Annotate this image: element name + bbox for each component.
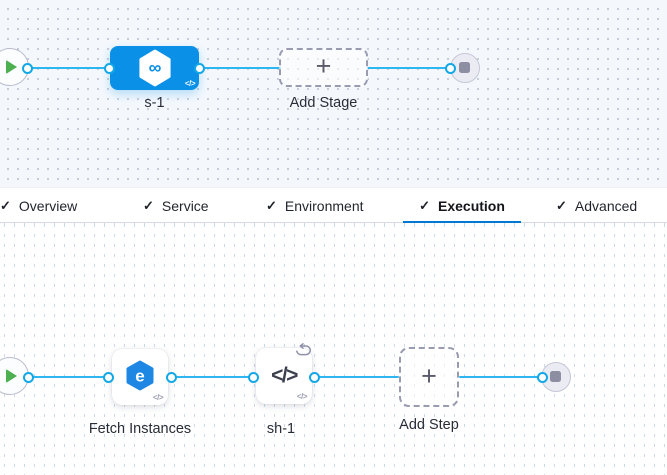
step-label: sh-1 — [266, 421, 296, 437]
tab-service[interactable]: ✓ Service — [143, 188, 209, 223]
stop-icon — [550, 371, 561, 382]
connector-port[interactable] — [166, 371, 177, 383]
connector-port[interactable] — [103, 371, 114, 383]
check-icon: ✓ — [556, 197, 567, 213]
connector-port[interactable] — [103, 62, 115, 74]
stage-edge — [27, 66, 110, 70]
connector-port[interactable] — [193, 62, 205, 74]
connector-port[interactable] — [309, 371, 320, 383]
add-step-button[interactable]: + — [399, 347, 459, 407]
tab-overview[interactable]: ✓ Overview — [0, 188, 77, 223]
svg-text:∞: ∞ — [148, 58, 161, 78]
active-tab-underline — [403, 221, 521, 224]
add-stage-label: Add Stage — [289, 95, 358, 111]
connector-port[interactable] — [22, 371, 34, 383]
execution-graph-canvas[interactable]: e </> Fetch Instances </> </> sh-1 + Add… — [0, 223, 667, 475]
check-icon: ✓ — [419, 197, 430, 213]
connector-port[interactable] — [444, 62, 456, 74]
step-edge — [171, 375, 256, 379]
connector-port[interactable] — [536, 371, 548, 383]
stage-node-s1[interactable]: ∞ </> — [110, 46, 199, 90]
code-badge-icon: </> — [184, 79, 196, 88]
tab-label: Service — [161, 197, 209, 214]
svg-text:e: e — [135, 366, 144, 385]
looping-strategy-icon — [294, 343, 313, 363]
tab-label: Advanced — [574, 197, 638, 214]
check-icon: ✓ — [266, 197, 277, 213]
play-icon — [6, 368, 17, 383]
elastigroup-icon: e — [126, 360, 154, 390]
tab-label: Execution — [438, 197, 505, 214]
step-edge — [459, 375, 542, 379]
step-node-sh1[interactable]: </> </> — [256, 348, 312, 404]
tab-execution-active[interactable]: ✓ Execution — [403, 188, 521, 224]
tab-environment[interactable]: ✓ Environment — [266, 188, 364, 223]
add-stage-button[interactable]: + — [279, 48, 368, 87]
plus-icon: + — [315, 51, 332, 81]
play-icon — [6, 59, 17, 74]
tab-advanced[interactable]: ✓ Advanced — [556, 188, 637, 223]
connector-port[interactable] — [21, 62, 33, 74]
stage-edge — [199, 66, 281, 70]
stage-edge — [367, 66, 450, 70]
shell-script-icon: </> — [271, 364, 298, 387]
step-edge — [28, 375, 112, 379]
check-icon: ✓ — [143, 197, 154, 213]
stop-icon — [459, 62, 470, 73]
connector-port[interactable] — [248, 371, 259, 383]
add-step-label: Add Step — [399, 417, 459, 433]
tab-label: Overview — [18, 197, 78, 214]
plus-icon: + — [421, 360, 437, 391]
code-badge-icon: </> — [296, 392, 308, 401]
stage-graph-canvas[interactable]: ∞ </> s-1 + Add Stage — [0, 0, 667, 187]
step-edge — [314, 375, 399, 379]
stage-label: s-1 — [144, 95, 165, 111]
stage-config-tabbar: ✓ Overview ✓ Service ✓ Environment ✓ Exe… — [0, 187, 667, 224]
check-icon: ✓ — [0, 197, 11, 213]
tab-label: Environment — [284, 197, 364, 214]
code-badge-icon: </> — [152, 393, 164, 402]
deploy-stage-icon: ∞ — [138, 49, 171, 87]
step-label: Fetch Instances — [88, 421, 192, 437]
step-node-fetch-instances[interactable]: e </> — [112, 349, 168, 405]
